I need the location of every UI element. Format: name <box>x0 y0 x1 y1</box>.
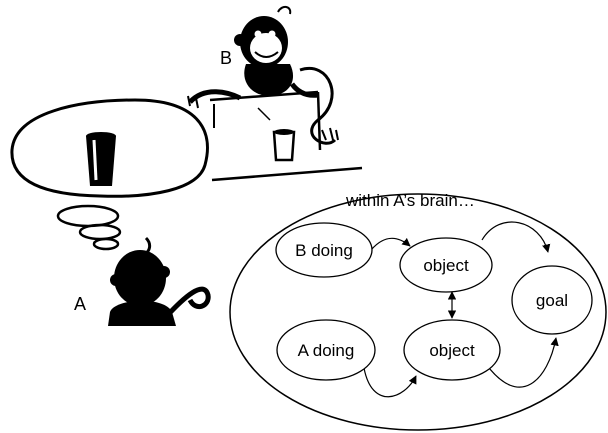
arrow-object-to-goal-bottom <box>485 337 559 388</box>
arrow-object-to-goal <box>481 221 551 253</box>
node-b-doing-label: B doing <box>295 241 353 260</box>
thought-bubble <box>10 98 209 251</box>
node-object-top-label: object <box>423 256 469 275</box>
monkey-b-illustration <box>187 6 363 182</box>
node-object-bottom: object <box>403 319 501 381</box>
node-object-bottom-label: object <box>429 341 475 360</box>
monkey-b-label: B <box>220 48 232 68</box>
monkey-a-label: A <box>74 294 86 314</box>
node-goal-label: goal <box>536 291 568 310</box>
node-goal: goal <box>511 265 593 335</box>
arrow-bdoing-to-object <box>370 237 411 251</box>
brain-oval <box>229 193 607 431</box>
brain-title: within A’s brain… <box>345 191 475 210</box>
node-a-doing-label: A doing <box>298 341 355 360</box>
monkey-a-illustration <box>108 236 211 326</box>
node-b-doing: B doing <box>275 222 373 278</box>
node-a-doing: A doing <box>276 319 376 381</box>
arrow-adoing-to-object <box>363 367 417 398</box>
node-object-top: object <box>399 237 493 293</box>
